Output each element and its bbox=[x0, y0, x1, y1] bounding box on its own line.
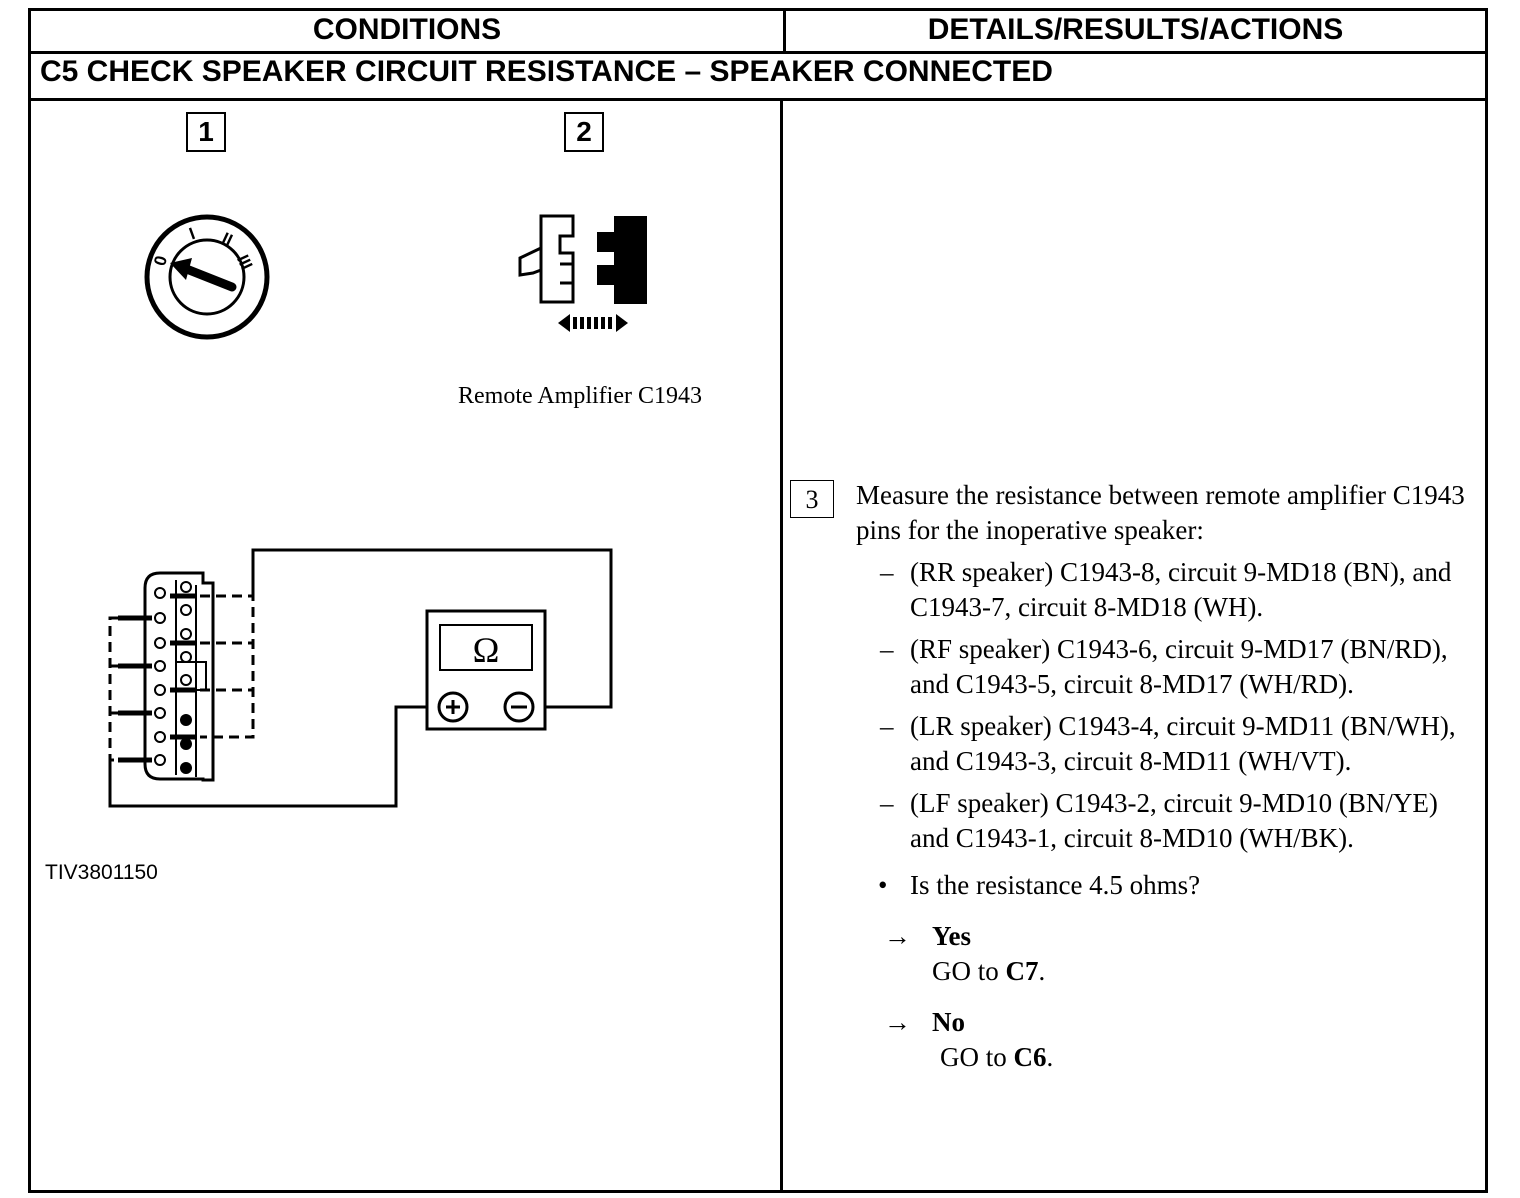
answer-no-label: No bbox=[932, 1007, 965, 1037]
table-right-border bbox=[1485, 8, 1488, 1193]
ignition-pos-1: I bbox=[187, 224, 198, 243]
list-dash: – bbox=[880, 634, 894, 664]
goto-link-c7[interactable]: C7 bbox=[1005, 956, 1039, 986]
header-conditions: CONDITIONS bbox=[312, 13, 502, 46]
connector-disconnect-icon bbox=[518, 214, 647, 332]
table-left-border bbox=[28, 8, 31, 1193]
list-item-text: (LR speaker) C1943-4, circuit 9-MD11 (BN… bbox=[910, 711, 1456, 776]
arrow-icon: → bbox=[884, 1007, 911, 1037]
connector-pinout-icon bbox=[108, 548, 613, 808]
ohmmeter-icon: Ω bbox=[425, 609, 547, 731]
ignition-pos-2: II bbox=[219, 229, 236, 250]
title-divider bbox=[28, 98, 1488, 101]
list-item-rf: – (RF speaker) C1943-6, circuit 9-MD17 (… bbox=[790, 632, 1480, 702]
header-details: DETAILS/RESULTS/ACTIONS bbox=[927, 13, 1344, 46]
list-item-text: (LF speaker) C1943-2, circuit 9-MD10 (BN… bbox=[910, 788, 1438, 853]
step-2-caption: Remote Amplifier C1943 bbox=[458, 383, 702, 409]
header-divider bbox=[28, 51, 1488, 54]
answer-yes-goto: GO to C7. bbox=[932, 956, 1046, 986]
list-item-lf: – (LF speaker) C1943-2, circuit 9-MD10 (… bbox=[790, 786, 1480, 856]
details-panel: 3 Measure the resistance between remote … bbox=[790, 478, 1480, 1075]
goto-link-c6[interactable]: C6 bbox=[1013, 1042, 1047, 1072]
figure-id: TIV3801150 bbox=[45, 861, 158, 884]
list-item-lr: – (LR speaker) C1943-4, circuit 9-MD11 (… bbox=[790, 709, 1480, 779]
ignition-switch-icon: 0 I II III bbox=[144, 214, 270, 340]
list-dash: – bbox=[880, 557, 894, 587]
arrow-icon: → bbox=[884, 921, 911, 951]
answer-yes: → Yes GO to C7. bbox=[790, 919, 1480, 989]
list-item-text: (RF speaker) C1943-6, circuit 9-MD17 (BN… bbox=[910, 634, 1448, 699]
bullet-dot: • bbox=[878, 870, 888, 900]
answer-no-goto: GO to C6. bbox=[940, 1042, 1054, 1072]
table-bottom-border bbox=[28, 1190, 1488, 1193]
step-3-box: 3 bbox=[790, 480, 834, 518]
answer-yes-label: Yes bbox=[932, 921, 971, 951]
table-top-border bbox=[28, 8, 1488, 11]
list-dash: – bbox=[880, 711, 894, 741]
column-divider bbox=[780, 98, 783, 1193]
ignition-pos-0: 0 bbox=[150, 254, 171, 268]
instruction-text: Measure the resistance between remote am… bbox=[856, 480, 1465, 545]
question-text: Is the resistance 4.5 ohms? bbox=[910, 870, 1201, 900]
step-title: C5 CHECK SPEAKER CIRCUIT RESISTANCE – SP… bbox=[40, 55, 1053, 88]
column-divider-top bbox=[783, 8, 786, 54]
step-1-box: 1 bbox=[186, 112, 226, 152]
answer-no: → No GO to C6. bbox=[790, 1005, 1480, 1075]
list-item-text: (RR speaker) C1943-8, circuit 9-MD18 (BN… bbox=[910, 557, 1452, 622]
step-2-box: 2 bbox=[564, 112, 604, 152]
ohm-symbol: Ω bbox=[473, 630, 500, 670]
list-item-rr: – (RR speaker) C1943-8, circuit 9-MD18 (… bbox=[790, 555, 1480, 625]
list-dash: – bbox=[880, 788, 894, 818]
question: • Is the resistance 4.5 ohms? bbox=[790, 868, 1480, 903]
